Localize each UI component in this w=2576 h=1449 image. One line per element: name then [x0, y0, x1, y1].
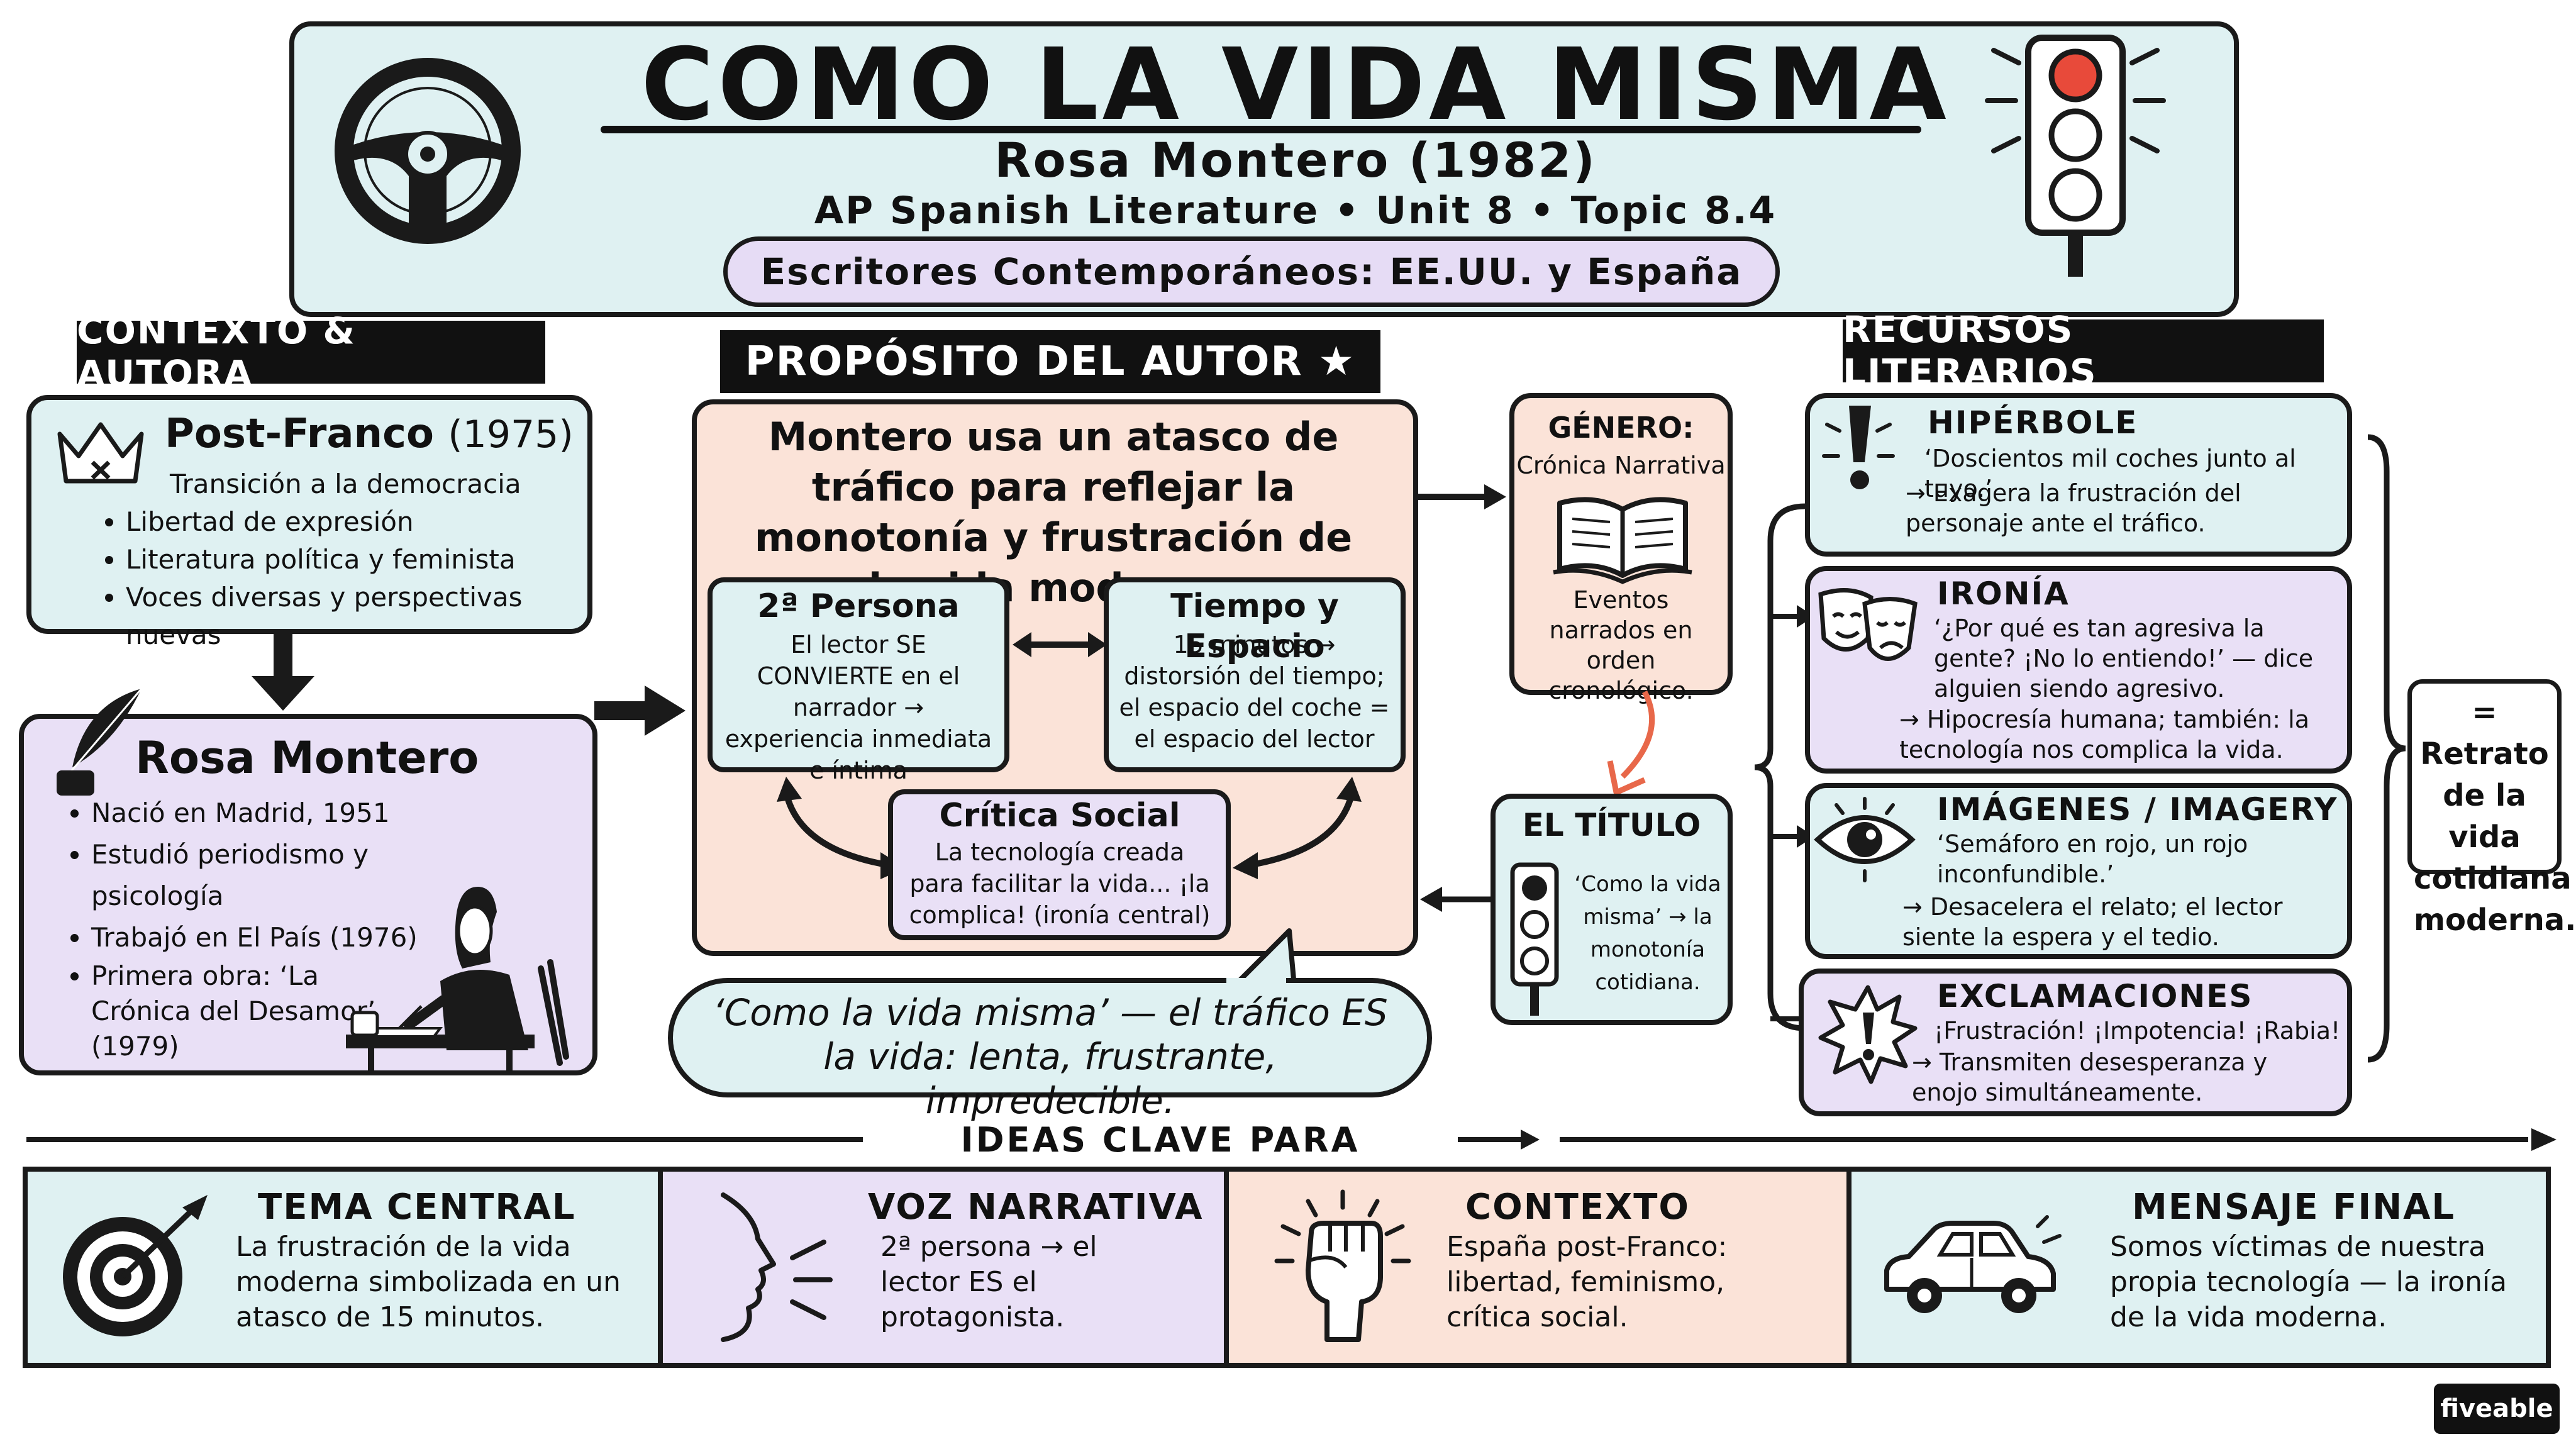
theme-bubble [723, 236, 1780, 307]
writer-illustration [346, 887, 569, 1075]
recurso-title: IMÁGENES / IMAGERY [1937, 791, 2338, 828]
ideas-line-left [26, 1137, 863, 1142]
quill-icon [57, 688, 143, 796]
post-franco-card [26, 395, 592, 634]
autora-item: Primera obra: ‘La Crónica del Desamor’ (… [91, 958, 418, 1064]
persona-text: El lector SE CONVIERTE en el narrador → … [724, 631, 992, 784]
post-franco-item: Literatura política y feminista [126, 541, 585, 579]
crown-icon [57, 422, 144, 484]
recurso-card [1805, 783, 2352, 959]
bubble-patch [1226, 978, 1286, 988]
right-arrow-icon [1458, 1130, 1540, 1150]
right-arrow-icon [594, 686, 686, 736]
ideas-line-right [1560, 1137, 2528, 1142]
theme-text: Escritores Contemporáneos: EE.UU. y Espa… [760, 250, 1743, 293]
proposito-label: PROPÓSITO DEL AUTOR ★ [720, 330, 1380, 393]
bubble-text: ‘Como la vida misma’ — el tráfico ES la … [713, 991, 1388, 1122]
tiempo-text: 15 minutos → distorsión del tiempo; el e… [1119, 631, 1390, 753]
right-arrow-icon [1418, 484, 1506, 509]
left-arrow-icon [1420, 887, 1492, 912]
post-franco-name: Post-Franco [165, 411, 434, 457]
autora-item: Estudió periodismo y psicología [91, 834, 500, 917]
recurso-quote: ‘Semáforo en rojo, un rojo inconfundible… [1937, 830, 2248, 888]
contexto-label: CONTEXTO & AUTORA [77, 309, 545, 395]
idea-title: TEMA CENTRAL [258, 1187, 576, 1228]
recurso-effect: → Desacelera el relato; el lector siente… [1902, 893, 2283, 951]
starburst-exclamation-icon [1818, 985, 1918, 1084]
down-arrow-icon [252, 632, 314, 711]
traffic-light-small-icon [1510, 862, 1559, 1016]
recurso-title: IRONÍA [1937, 575, 2070, 612]
critica-title: Crítica Social [939, 797, 1180, 835]
right-brace [2367, 434, 2406, 1063]
recurso-quote: ¡Frustración! ¡Impotencia! ¡Rabia! [1934, 1017, 2341, 1045]
recurso-effect: → Transmiten desesperanza y enojo simult… [1912, 1048, 2268, 1106]
target-icon [63, 1195, 208, 1336]
recurso-effect: → Exagera la frustración del personaje a… [1906, 479, 2241, 537]
course-info: AP Spanish Literature • Unit 8 • Topic 8… [814, 189, 1777, 233]
persona-title: 2ª Persona [757, 587, 960, 625]
tiempo-card [1104, 577, 1406, 772]
double-arrow-icon [1013, 632, 1107, 657]
titulo-text: ‘Como la vida misma’ → la monotonía coti… [1574, 872, 1721, 995]
idea-cell [663, 1172, 1229, 1363]
raised-fist-icon [1274, 1189, 1411, 1342]
titulo-title: EL TÍTULO [1522, 807, 1701, 843]
left-bracket [1754, 503, 1814, 1031]
post-franco-item: Voces diversas y perspectivas nuevas [126, 579, 585, 654]
recurso-quote: ‘¿Por qué es tan agresiva la gente? ¡No … [1934, 614, 2314, 702]
recurso-card [1805, 566, 2352, 774]
idea-title: MENSAJE FINAL [2132, 1187, 2456, 1228]
exclamation-icon [1822, 406, 1895, 489]
autora-item: Trabajó en El País (1976) [91, 917, 500, 958]
theater-masks-icon [1818, 588, 1918, 661]
recurso-title: HIPÉRBOLE [1928, 404, 2138, 441]
genero-text: Eventos narrados en orden cronológico. [1548, 586, 1694, 704]
book-icon [1553, 497, 1692, 584]
idea-title: CONTEXTO [1465, 1187, 1690, 1228]
summary-text: = Retrato de la vida cotidiana moderna. [2414, 695, 2576, 938]
title-underline [601, 126, 1921, 133]
persona-card [708, 577, 1009, 772]
traffic-light-icon [1985, 35, 2166, 277]
autora-item: Nació en Madrid, 1951 [91, 792, 500, 834]
ideas-row [23, 1167, 2551, 1368]
eye-icon [1814, 797, 1916, 882]
post-franco-year: (1975) [448, 413, 574, 457]
subtitle: Rosa Montero (1982) [994, 132, 1597, 188]
summary-box [2407, 679, 2562, 874]
idea-text: La frustración de la vida moderna simbol… [236, 1231, 621, 1333]
page-title: COMO LA VIDA MISMA [641, 27, 1950, 143]
recurso-card [1805, 393, 2352, 557]
steering-wheel-icon [335, 58, 521, 244]
recursos-label: RECURSOS LITERARIOS [1843, 308, 2324, 394]
genero-subtitle: Crónica Narrativa [1516, 452, 1726, 479]
brand-logo: fiveable [2440, 1394, 2553, 1423]
idea-text: Somos víctimas de nuestra propia tecnolo… [2110, 1231, 2507, 1333]
red-arrow-icon [1607, 690, 1655, 796]
speaking-face-icon [721, 1192, 833, 1342]
recurso-title: EXCLAMACIONES [1937, 978, 2253, 1014]
recurso-effect: → Hipocresía humana; también: la tecnolo… [1899, 706, 2309, 763]
autora-list: Nació en Madrid, 1951 Estudió periodismo… [60, 792, 500, 1064]
bubble [668, 978, 1432, 1097]
tiempo-title: Tiempo y Espacio [1170, 587, 1339, 665]
post-franco-list: Transición a la democracia Libertad de e… [94, 465, 585, 654]
post-franco-title: Post-Franco (1975) [165, 406, 580, 462]
post-franco-item: Transición a la democracia [170, 469, 521, 499]
recurso-quote: ‘Doscientos mil coches junto al tuyo.’ [1924, 445, 2296, 502]
curved-arrow-icon [1233, 777, 1362, 879]
critica-text: La tecnología creada para facilitar la v… [909, 838, 1211, 929]
idea-text: España post-Franco: libertad, feminismo,… [1446, 1231, 1728, 1333]
idea-title: VOZ NARRATIVA [868, 1187, 1204, 1228]
curved-arrow-icon [777, 777, 906, 879]
genero-title: GÉNERO: [1548, 411, 1694, 445]
right-arrow-icon [2531, 1128, 2557, 1151]
post-franco-item: Libertad de expresión [126, 503, 585, 541]
autora-name: Rosa Montero [135, 732, 479, 784]
critica-card [888, 789, 1231, 940]
brand-badge [2434, 1384, 2560, 1434]
idea-text: 2ª persona → el lector ES el protagonist… [880, 1231, 1097, 1333]
car-icon [1884, 1215, 2062, 1313]
